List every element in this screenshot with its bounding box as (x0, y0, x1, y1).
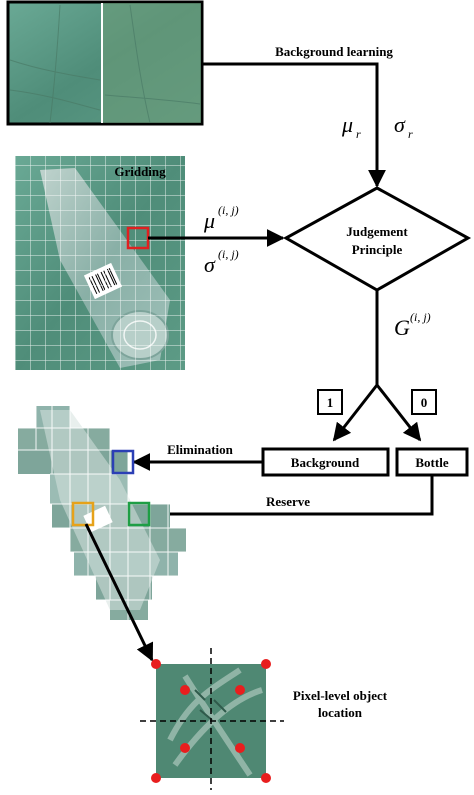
background-class-label: Background (291, 455, 360, 470)
pixel-level-label-line1: Pixel-level object (293, 688, 388, 703)
background-class-box (261, 447, 390, 477)
mu-r-symbol: μ r (341, 112, 361, 141)
branch-zero-box (411, 389, 437, 415)
retained-cells-image (18, 406, 186, 620)
background-water-image (6, 0, 204, 126)
svg-text:G: G (394, 315, 410, 340)
corner-dot (261, 773, 271, 783)
reserved-cell-green (127, 501, 151, 527)
corner-dot (151, 773, 161, 783)
branch-to-bottle (375, 384, 422, 442)
svg-text:σ: σ (204, 252, 216, 277)
corner-points (151, 659, 271, 783)
judgement-principle-diamond (282, 186, 472, 292)
branch-one-box (317, 389, 343, 415)
sigma-ij-symbol: σ (i, j) (204, 247, 239, 277)
eliminated-cell-blue (111, 449, 135, 475)
judgement-label-line1: Judgement (346, 224, 408, 239)
g-ij-symbol: G (i, j) (394, 310, 431, 340)
reserved-cell-yellow (71, 501, 95, 527)
pixel-level-label-line2: location (318, 705, 363, 720)
svg-text:(i, j): (i, j) (218, 203, 239, 217)
judgement-label-line2: Principle (352, 242, 403, 257)
reserve-arrow (150, 475, 434, 523)
svg-text:(i, j): (i, j) (410, 310, 431, 324)
svg-text:(i, j): (i, j) (218, 247, 239, 261)
mu-ij-symbol: μ (i, j) (203, 203, 239, 233)
inner-dot (235, 743, 245, 753)
svg-text:σ: σ (394, 112, 406, 137)
inner-dot (180, 743, 190, 753)
background-learning-arrow (202, 62, 386, 188)
branch-zero-label: 0 (421, 395, 428, 410)
svg-text:μ: μ (341, 112, 353, 137)
sigma-r-symbol: σ r (394, 112, 413, 141)
corner-dot (261, 659, 271, 669)
gridding-image (15, 156, 185, 370)
background-learning-label: Background learning (275, 44, 393, 59)
svg-text:r: r (408, 127, 413, 141)
corner-dot (151, 659, 161, 669)
gridding-label: Gridding (114, 164, 166, 179)
inner-dot (235, 685, 245, 695)
bottle-class-label: Bottle (415, 455, 448, 470)
branch-to-background (332, 384, 379, 442)
elimination-label: Elimination (167, 442, 234, 457)
branch-one-label: 1 (327, 395, 334, 410)
zoom-arrow (84, 523, 154, 662)
inner-dot (180, 685, 190, 695)
svg-text:r: r (356, 127, 361, 141)
reserve-label: Reserve (266, 494, 310, 509)
svg-text:μ: μ (203, 208, 215, 233)
